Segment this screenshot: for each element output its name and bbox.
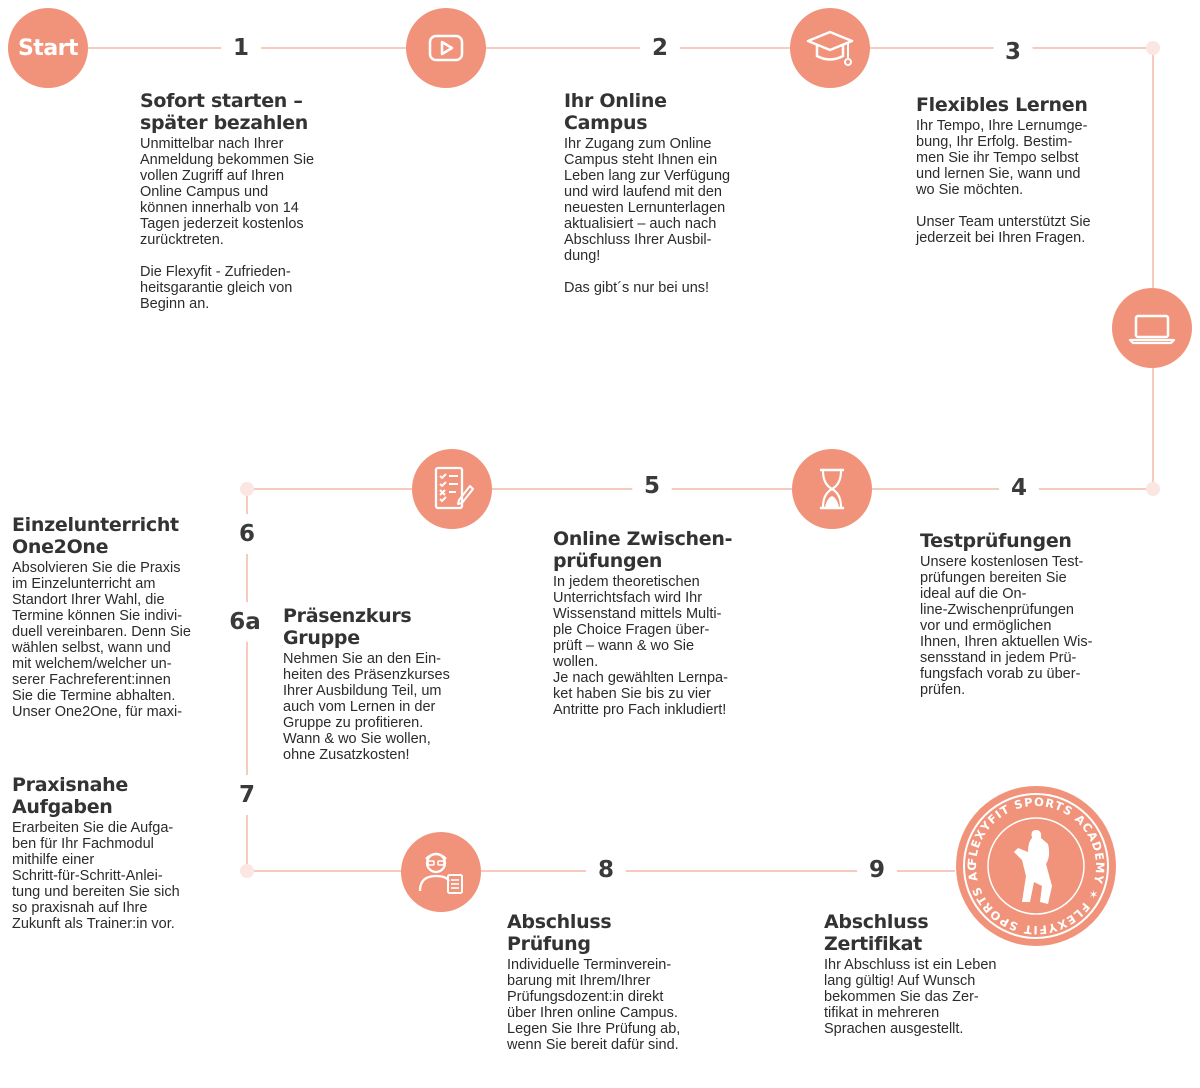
step-8-text: Individuelle Terminverein- barung mit Ih… xyxy=(507,957,681,1053)
step-9-text: Ihr Abschluss ist ein Leben lang gültig!… xyxy=(824,957,997,1037)
step-6-text: Absolvieren Sie die Praxis im Einzelunte… xyxy=(12,560,191,720)
step-3-text: Ihr Tempo, Ihre Lernumge- bung, Ihr Erfo… xyxy=(916,118,1091,246)
step-9-title: Abschluss Zertifikat xyxy=(824,911,929,955)
laptop-icon xyxy=(1112,288,1192,368)
step-4-title: Testprüfungen xyxy=(920,530,1072,552)
flexyfit-sports-academy-seal-icon: FLEXYFIT SPORTS ACADEMY ✶ FLEXYFIT SPORT… xyxy=(950,775,1116,946)
step-6-title: Einzelunterricht One2One xyxy=(12,514,179,558)
step-8-block: Abschluss Prüfung Individuelle Terminver… xyxy=(507,911,727,1053)
step-6-block: Einzelunterricht One2One Absolvieren Sie… xyxy=(12,514,227,720)
step-8-title: Abschluss Prüfung xyxy=(507,911,612,955)
step-number-8: 8 xyxy=(586,850,626,890)
step-number-1: 1 xyxy=(221,28,261,68)
video-play-icon xyxy=(406,8,486,88)
hourglass-icon xyxy=(792,449,872,529)
step-7-text: Erarbeiten Sie die Aufga- ben für Ihr Fa… xyxy=(12,820,180,932)
step-number-9: 9 xyxy=(857,850,897,890)
step-5-title: Online Zwischen- prüfungen xyxy=(553,528,733,572)
step-1-block: Sofort starten – später bezahlen Unmitte… xyxy=(140,90,350,312)
step-5-text: In jedem theoretischen Unterrichtsfach w… xyxy=(553,574,728,718)
step-number-6: 6 xyxy=(227,514,267,554)
step-number-7: 7 xyxy=(227,775,267,815)
step-5-block: Online Zwischen- prüfungen In jedem theo… xyxy=(553,528,773,718)
start-label: Start xyxy=(17,35,79,61)
step-2-block: Ihr Online Campus Ihr Zugang zum Online … xyxy=(564,90,774,296)
path-dot xyxy=(1146,482,1160,496)
step-number-5: 5 xyxy=(632,466,672,506)
start-circle: Start xyxy=(8,8,88,88)
trainer-icon xyxy=(401,832,481,912)
step-2-text: Ihr Zugang zum Online Campus steht Ihnen… xyxy=(564,136,731,296)
step-6a-text: Nehmen Sie an den Ein- heiten des Präsen… xyxy=(283,651,450,763)
graduation-cap-icon xyxy=(790,8,870,88)
step-9-block: Abschluss Zertifikat Ihr Abschluss ist e… xyxy=(824,911,1044,1037)
step-2-title: Ihr Online Campus xyxy=(564,90,667,134)
step-6a-title: Präsenzkurs Gruppe xyxy=(283,605,412,649)
step-number-4: 4 xyxy=(999,468,1039,508)
step-3-block: Flexibles Lernen Ihr Tempo, Ihre Lernumg… xyxy=(916,94,1136,246)
step-number-3: 3 xyxy=(993,32,1033,72)
path-dot xyxy=(240,864,254,878)
step-3-title: Flexibles Lernen xyxy=(916,94,1088,116)
step-4-block: Testprüfungen Unsere kostenlosen Test- p… xyxy=(920,530,1140,698)
step-7-block: Praxisnahe Aufgaben Erarbeiten Sie die A… xyxy=(12,774,227,932)
checklist-icon xyxy=(412,449,492,529)
step-1-text: Unmittelbar nach Ihrer Anmeldung bekomme… xyxy=(140,136,315,312)
step-7-title: Praxisnahe Aufgaben xyxy=(12,774,128,818)
path-dot xyxy=(240,482,254,496)
step-number-6a: 6a xyxy=(225,602,265,642)
step-number-2: 2 xyxy=(640,28,680,68)
step-1-title: Sofort starten – später bezahlen xyxy=(140,90,309,134)
step-4-text: Unsere kostenlosen Test- prüfungen berei… xyxy=(920,554,1093,698)
step-6a-block: Präsenzkurs Gruppe Nehmen Sie an den Ein… xyxy=(283,605,493,763)
path-dot xyxy=(1146,41,1160,55)
